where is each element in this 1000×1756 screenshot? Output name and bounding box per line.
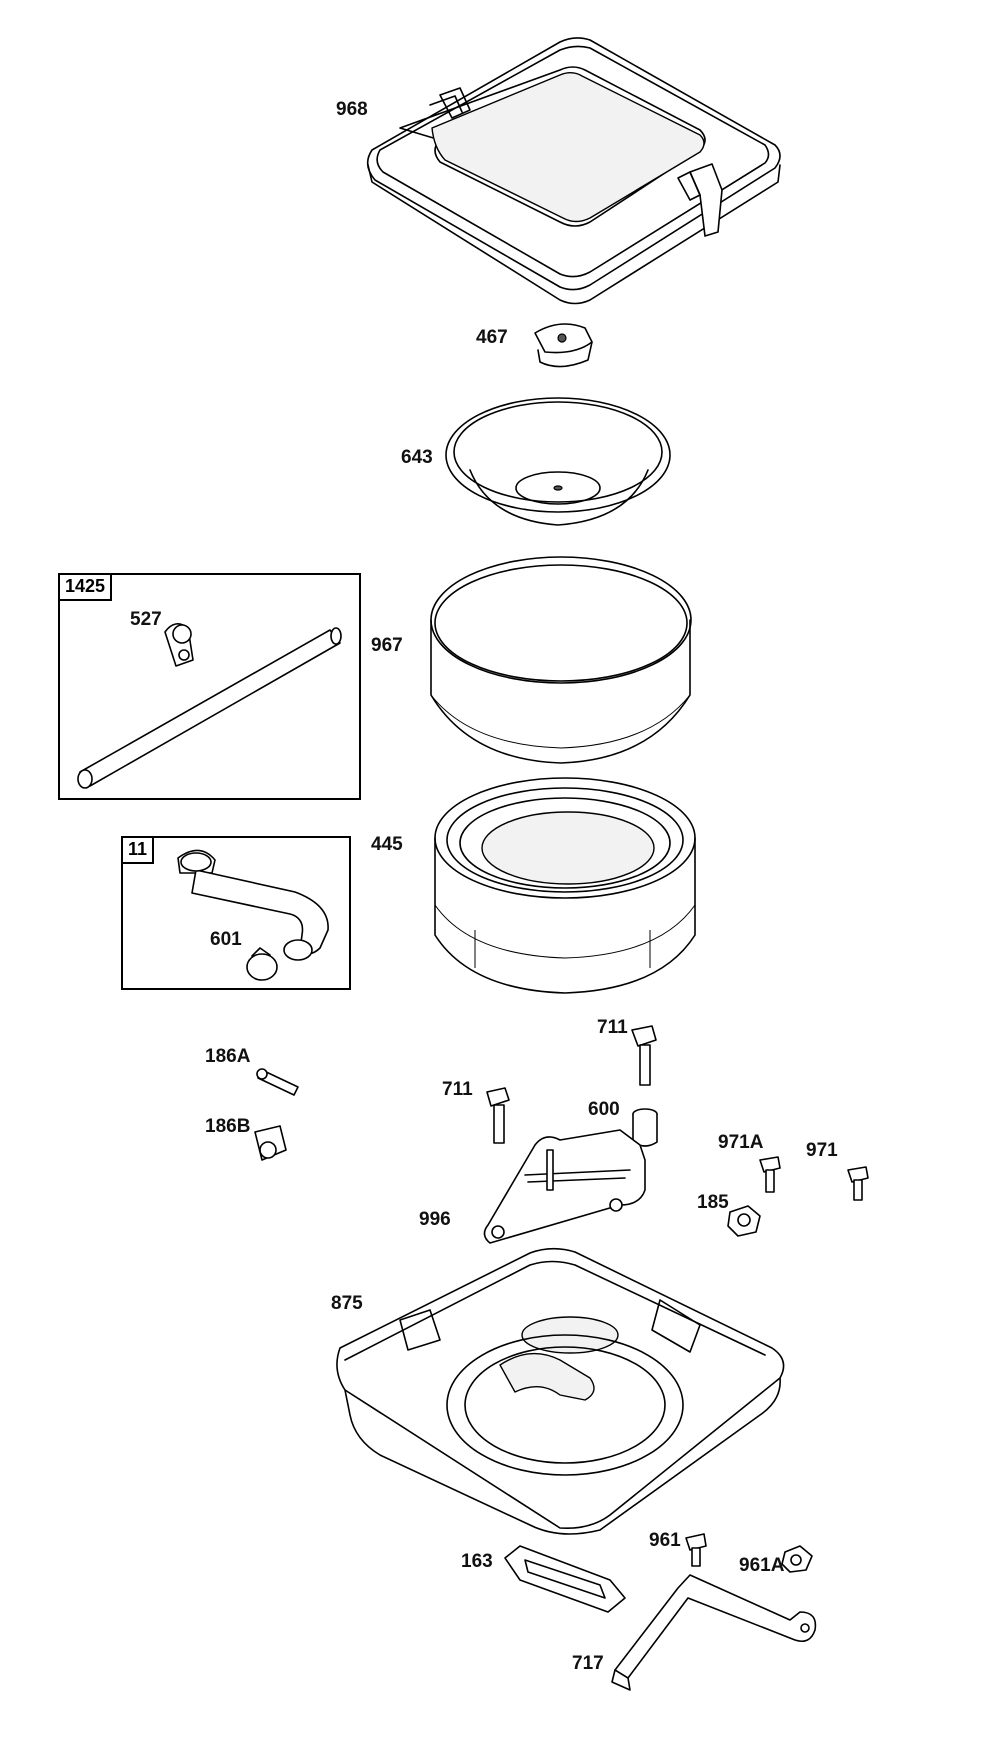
label-967: 967 bbox=[371, 635, 403, 656]
label-527: 527 bbox=[130, 609, 162, 630]
label-711-upper: 711 bbox=[597, 1017, 628, 1038]
part-11-hose bbox=[177, 849, 329, 961]
label-186b: 186B bbox=[205, 1116, 251, 1137]
label-961a: 961A bbox=[739, 1555, 785, 1576]
kit-11-box: 11 bbox=[121, 836, 351, 990]
label-996: 996 bbox=[419, 1209, 451, 1230]
label-971: 971 bbox=[806, 1140, 838, 1161]
label-711-lower: 711 bbox=[442, 1079, 473, 1100]
part-163-gasket bbox=[504, 1545, 626, 1613]
label-968: 968 bbox=[336, 99, 368, 120]
kit-1425-tag: 1425 bbox=[58, 573, 113, 601]
part-185-nut bbox=[727, 1205, 761, 1237]
part-967-ring bbox=[430, 556, 692, 764]
part-600-spacer bbox=[632, 1108, 658, 1147]
label-600: 600 bbox=[588, 1099, 620, 1120]
part-186b-fitting bbox=[254, 1125, 287, 1161]
part-601-clamp bbox=[246, 947, 278, 981]
part-996-plate bbox=[483, 1129, 646, 1244]
label-467: 467 bbox=[476, 327, 508, 348]
label-961: 961 bbox=[649, 1530, 681, 1551]
label-875: 875 bbox=[331, 1293, 363, 1314]
part-971a-screw bbox=[759, 1156, 781, 1193]
part-875-base bbox=[336, 1247, 785, 1535]
part-467-knob bbox=[534, 323, 593, 368]
label-445: 445 bbox=[371, 834, 403, 855]
label-643: 643 bbox=[401, 447, 433, 468]
label-971a: 971A bbox=[718, 1132, 764, 1153]
part-1425-tube bbox=[77, 627, 342, 789]
label-186a: 186A bbox=[205, 1046, 251, 1067]
part-643-cup bbox=[445, 397, 671, 526]
part-971-screw bbox=[847, 1166, 869, 1201]
kit-1425-box: 1425 bbox=[58, 573, 361, 800]
part-445-element bbox=[434, 777, 696, 994]
label-601: 601 bbox=[210, 929, 242, 950]
label-163: 163 bbox=[461, 1551, 493, 1572]
label-717: 717 bbox=[572, 1653, 604, 1674]
part-527-clip bbox=[164, 623, 194, 667]
part-711-bolt-lower bbox=[486, 1087, 510, 1144]
part-961-screw bbox=[685, 1533, 707, 1567]
label-185: 185 bbox=[697, 1192, 729, 1213]
part-717-bracket bbox=[611, 1574, 817, 1691]
part-961a-nut bbox=[781, 1545, 813, 1573]
part-968-cover bbox=[366, 37, 781, 305]
kit-11-tag: 11 bbox=[121, 836, 155, 864]
part-711-bolt-upper bbox=[631, 1025, 657, 1086]
part-186a-pin bbox=[256, 1068, 299, 1096]
